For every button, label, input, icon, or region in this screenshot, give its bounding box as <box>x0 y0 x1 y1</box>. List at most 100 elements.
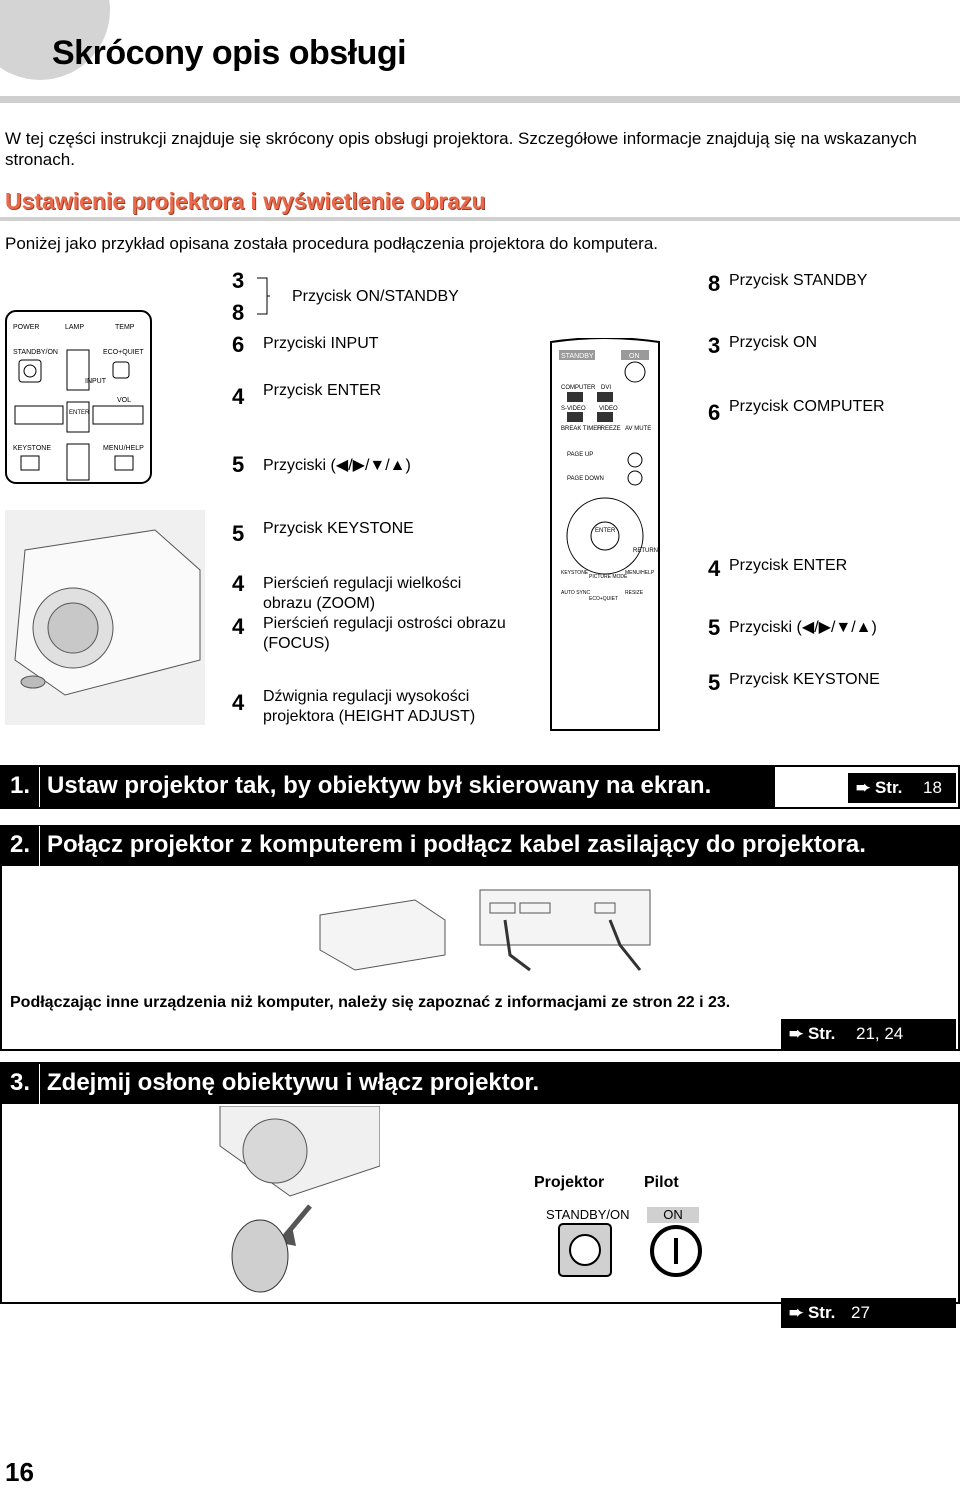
panel-power-label: POWER <box>13 324 39 331</box>
callout-number: 3 <box>708 333 721 358</box>
remote-menu-label: MENU/HELP <box>625 570 655 576</box>
remote-computer-button[interactable] <box>567 392 583 402</box>
step-title: Zdejmij osłonę obiektywu i włącz projekt… <box>47 1069 540 1096</box>
projector-label: Projektor <box>534 1174 605 1191</box>
standby-on-button[interactable] <box>558 1223 612 1277</box>
callout-label: Przycisk ENTER <box>729 557 848 574</box>
callout-bracket <box>257 277 270 315</box>
remote-return-label: RETURN <box>633 548 658 554</box>
panel-lamp-label: LAMP <box>65 324 84 331</box>
step-2-bar: 2. Połącz projektor z komputerem i podłą… <box>0 826 960 866</box>
remote-eco-label: ECO+QUIET <box>589 596 618 602</box>
remote-dvi-button[interactable] <box>597 392 613 402</box>
page-reference: ➨ Str. 21, 24 <box>781 1019 956 1049</box>
callout-label: Przycisk ON/STANDBY <box>292 288 459 305</box>
remote-pageup-label: PAGE UP <box>567 452 593 458</box>
callout-label: Przycisk STANDBY <box>729 272 868 289</box>
section-divider <box>0 217 960 221</box>
remote-pagedown-label: PAGE DOWN <box>567 476 604 482</box>
panel-enter-label: ENTER <box>69 410 90 416</box>
step-number: 2. <box>10 831 31 858</box>
section-subtitle: Poniżej jako przykład opisana została pr… <box>5 234 658 253</box>
callout-label: Dźwignia regulacji wysokości projektora … <box>263 688 476 725</box>
callout-number: 5 <box>708 615 721 640</box>
control-panel-illustration: POWER LAMP TEMP STANDBY/ON ECO+QUIET INP… <box>5 310 152 484</box>
remote-dvi-label: DVI <box>601 385 611 391</box>
step-note: Podłączając inne urządzenia niż komputer… <box>10 994 731 1011</box>
step-title: Połącz projektor z komputerem i podłącz … <box>47 831 866 858</box>
step-number: 3. <box>10 1069 31 1096</box>
step-3-box <box>0 1062 960 1304</box>
remote-keystone-label: KEYSTONE <box>561 570 589 576</box>
remote-enter-button[interactable] <box>590 521 620 551</box>
panel-enter-button[interactable] <box>66 401 90 433</box>
panel-eco-label: ECO+QUIET <box>103 349 144 356</box>
callout-label: Przycisk ENTER <box>263 382 382 399</box>
reference-prefix: ➨ Str. <box>856 778 903 797</box>
step-number: 1. <box>10 772 31 799</box>
on-icon <box>674 1238 678 1264</box>
panel-vol-label: VOL <box>117 397 131 404</box>
reference-prefix: ➨ Str. <box>789 1303 836 1322</box>
remote-resize-label: RESIZE <box>625 590 644 596</box>
callout-number: 4 <box>232 384 245 409</box>
remote-on-label: ON <box>629 353 640 360</box>
callout-label: Przyciski (◀/▶/▼/▲) <box>729 619 877 636</box>
remote-video-label: VIDEO <box>599 406 618 412</box>
callout-label: Przycisk ON <box>729 334 817 351</box>
remote-picture-label: PICTURE MODE <box>589 574 628 580</box>
panel-temp-label: TEMP <box>115 324 135 331</box>
callout-number: 8 <box>708 271 721 296</box>
callout-number: 4 <box>232 614 245 639</box>
panel-keystone-label: KEYSTONE <box>13 445 51 452</box>
remote-vol-up-button[interactable] <box>627 452 643 468</box>
panel-menu-button[interactable] <box>114 455 134 471</box>
remote-break-label: BREAK TIMER <box>561 426 602 432</box>
remote-standby-label: STANDBY <box>561 353 594 360</box>
power-icon <box>569 1234 601 1266</box>
panel-standby-label: STANDBY/ON <box>13 349 58 356</box>
panel-menu-label: MENU/HELP <box>103 445 144 452</box>
panel-eco-button[interactable] <box>112 361 130 379</box>
connection-illustration <box>319 889 651 972</box>
remote-vol-down-button[interactable] <box>627 470 643 486</box>
step-title: Ustaw projektor tak, by obiektyw był ski… <box>47 772 712 799</box>
panel-left-button[interactable] <box>14 405 64 425</box>
on-label: ON <box>647 1207 699 1223</box>
page-reference: ➨ Str. 27 <box>781 1298 956 1328</box>
callout-number: 4 <box>232 690 245 715</box>
remote-autosync-label: AUTO SYNC <box>561 590 590 596</box>
lens-cap-illustration <box>219 1106 380 1293</box>
intro-text: W tej części instrukcji znajduje się skr… <box>5 129 917 169</box>
callout-label: Pierścień regulacji ostrości obrazu (FOC… <box>263 615 506 652</box>
callout-label: Przyciski (◀/▶/▼/▲) <box>263 457 411 474</box>
page-title: Skrócony opis obsługi <box>52 34 407 72</box>
reference-pages: 21, 24 <box>856 1024 904 1043</box>
panel-right-button[interactable] <box>92 405 144 425</box>
section-title: Ustawienie projektora i wyświetlenie obr… <box>5 188 486 214</box>
reference-pages: 27 <box>851 1303 870 1322</box>
callout-number: 6 <box>232 332 245 357</box>
remote-on-button[interactable] <box>624 361 646 383</box>
panel-up-button[interactable] <box>66 349 90 391</box>
callout-label: Przyciski INPUT <box>263 335 379 352</box>
callout-label: Przycisk KEYSTONE <box>263 520 414 537</box>
callout-number: 6 <box>708 400 721 425</box>
panel-keystone-button[interactable] <box>20 455 40 471</box>
reference-pages: 18 <box>923 778 942 797</box>
callout-label: Pierścień regulacji wielkości obrazu (ZO… <box>263 575 462 612</box>
callout-number: 5 <box>708 670 721 695</box>
callout-number: 5 <box>232 452 245 477</box>
remote-freeze-label: FREEZE <box>597 426 621 432</box>
header-divider <box>0 96 960 103</box>
remote-computer-label: COMPUTER <box>561 385 596 391</box>
callout-number: 8 <box>232 300 245 325</box>
panel-down-button[interactable] <box>66 443 90 481</box>
remote-illustration: STANDBY ON COMPUTER DVI S-VIDEO VIDEO BR… <box>550 338 660 731</box>
callout-number: 3 <box>232 268 245 293</box>
remote-svideo-label: S-VIDEO <box>561 406 586 412</box>
panel-power-button[interactable] <box>18 359 42 383</box>
remote-label: Pilot <box>644 1174 679 1191</box>
callout-label: Przycisk KEYSTONE <box>729 671 880 688</box>
on-button[interactable] <box>650 1225 702 1277</box>
